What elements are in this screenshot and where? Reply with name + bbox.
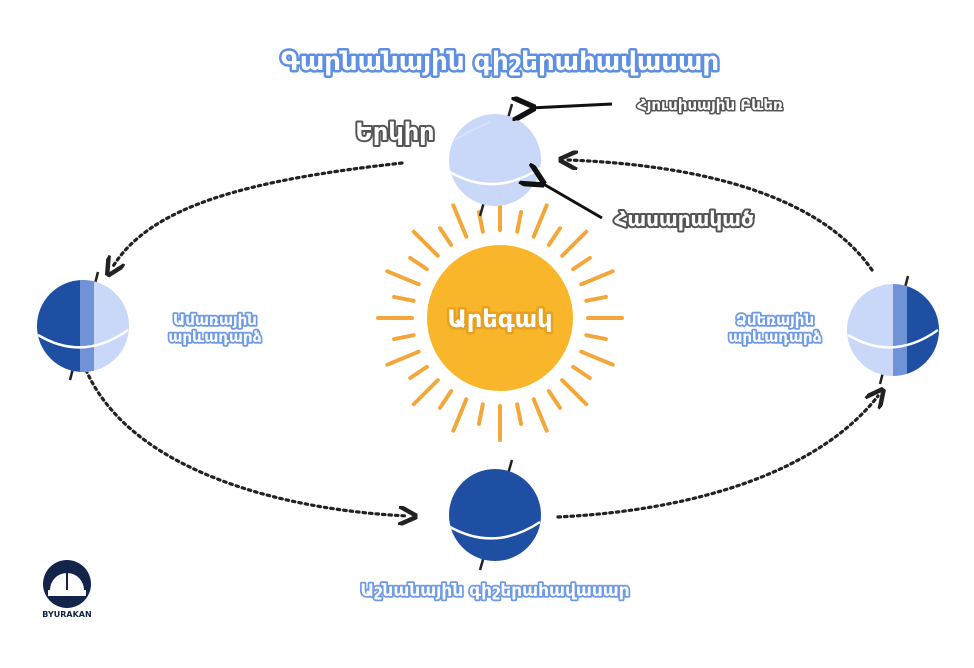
byurakan-logo: BYURAKAN <box>42 560 92 619</box>
sun-ray <box>560 378 589 407</box>
orbit-arrow-bottom-right <box>556 396 878 519</box>
bottom-title: Աշնանային գիշերահավասար <box>360 581 629 601</box>
sun-ray <box>451 203 469 239</box>
sun-ray <box>411 378 440 407</box>
winter-label-line2: արևադարձ <box>728 328 821 346</box>
sun-ray <box>531 397 549 433</box>
sun-ray <box>531 203 549 239</box>
sun-ray <box>392 294 416 303</box>
orbit-arrow-left-bottom <box>84 368 408 516</box>
sun-ray <box>584 294 608 303</box>
sun-ray <box>515 210 524 234</box>
logo-text: BYURAKAN <box>42 610 91 619</box>
sun-ray <box>408 364 429 381</box>
earth-label: Երկիր <box>355 118 434 146</box>
winter-label-line1: Ձմեռային <box>736 311 814 329</box>
sun-ray <box>411 229 440 258</box>
north-pole-pointer <box>530 104 613 108</box>
sun-ray <box>584 333 608 342</box>
equator-label: Հասարակած <box>614 207 753 231</box>
earth-autumn <box>449 459 541 571</box>
earth-summer <box>37 271 129 381</box>
earth-spring <box>449 103 541 217</box>
sun-ray <box>560 229 589 258</box>
sun-ray <box>437 389 454 410</box>
sun-ray <box>476 402 485 426</box>
sun-ray <box>451 397 469 433</box>
sun-ray <box>571 364 592 381</box>
sun-ray <box>408 255 429 272</box>
sun-ray <box>392 333 416 342</box>
summer-label-line1: Ամառային <box>173 311 257 329</box>
summer-label-line2: արևադարձ <box>168 328 261 346</box>
sun <box>427 245 573 391</box>
sun-ray <box>546 226 563 247</box>
earth-winter <box>847 275 939 385</box>
title: Գարնանային գիշերահավասար <box>281 47 719 77</box>
sun-ray <box>515 402 524 426</box>
sun-ray <box>579 269 615 287</box>
north-pole-label: Հյուսիսային Բևեռ <box>637 96 783 114</box>
sun-ray <box>385 349 421 367</box>
sun-rays <box>376 194 624 442</box>
sun-ray <box>546 389 563 410</box>
sun-ray <box>579 349 615 367</box>
sun-ray <box>571 255 592 272</box>
orbit-arrow-top-left <box>112 161 404 268</box>
equator-pointer <box>540 182 603 220</box>
sun-ray <box>385 269 421 287</box>
sun-ray <box>437 226 454 247</box>
sun-label: Արեգակ <box>447 305 552 333</box>
orbit-arrow-right-top <box>568 160 874 272</box>
